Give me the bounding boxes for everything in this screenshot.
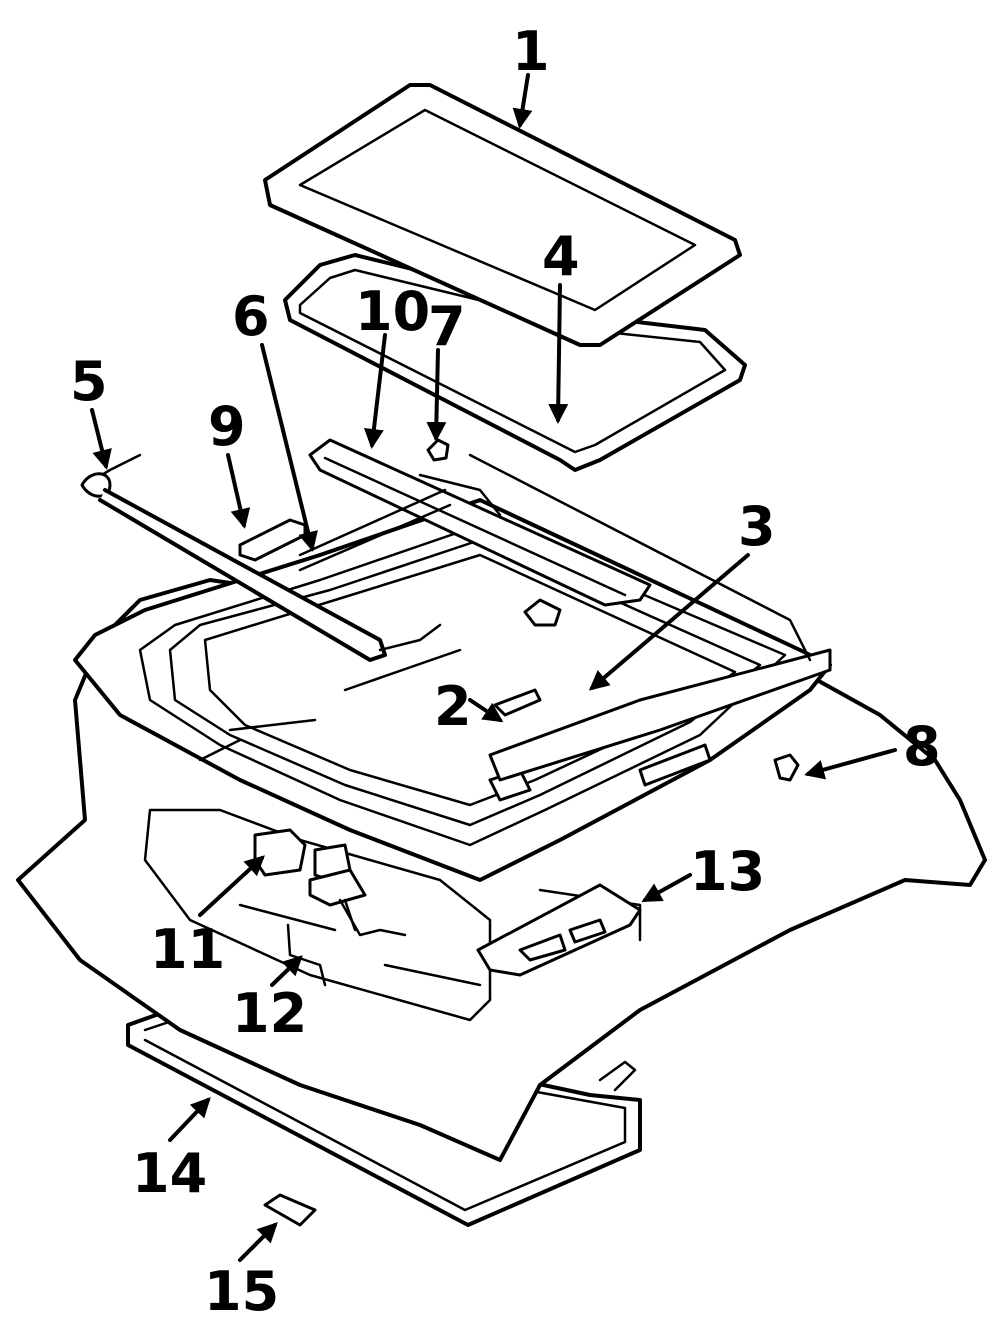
callout-9: 9 — [208, 395, 246, 458]
part-8-clip — [773, 753, 800, 782]
callout-6: 6 — [232, 285, 270, 348]
callout-13: 13 — [690, 840, 765, 903]
part-15-clip — [263, 1193, 317, 1227]
leader-5 — [90, 408, 112, 470]
part-1-glass-panel — [263, 83, 742, 347]
callout-7: 7 — [428, 295, 466, 358]
leader-7 — [426, 348, 447, 442]
part-13-rear-bracket — [476, 883, 642, 977]
callout-1: 1 — [512, 20, 550, 83]
callout-3: 3 — [738, 495, 776, 558]
callout-15: 15 — [204, 1260, 279, 1323]
leader-3 — [588, 553, 750, 691]
part-9-guide-block — [238, 518, 307, 562]
leader-15 — [238, 1222, 278, 1262]
callout-12: 12 — [232, 982, 307, 1045]
leader-1 — [512, 73, 533, 129]
leader-14 — [168, 1097, 211, 1142]
callout-2: 2 — [434, 675, 472, 738]
leader-11 — [198, 855, 265, 917]
callout-5: 5 — [70, 350, 108, 413]
callout-8: 8 — [903, 715, 941, 778]
part-5-drive-cable — [80, 453, 442, 662]
callout-10: 10 — [355, 280, 430, 343]
part-7-clip — [426, 438, 450, 462]
leader-13 — [641, 873, 692, 902]
leader-12 — [270, 955, 303, 987]
leader-lines — [90, 73, 897, 1262]
leader-4 — [548, 283, 569, 424]
leader-9 — [226, 453, 251, 529]
leader-8 — [804, 748, 897, 780]
part-11-motor — [253, 828, 407, 937]
leader-10 — [363, 333, 387, 449]
part-6-guide-rail — [298, 488, 452, 572]
callout-11: 11 — [150, 918, 225, 981]
leader-6 — [260, 343, 318, 552]
part-10-front-rail — [308, 438, 812, 662]
callout-14: 14 — [132, 1142, 207, 1205]
leader-2 — [468, 698, 504, 723]
callout-labels: 1 2 3 4 5 6 7 8 9 10 11 12 13 14 15 — [70, 20, 941, 1323]
callout-4: 4 — [542, 225, 580, 288]
part-12-bracket — [286, 923, 327, 987]
